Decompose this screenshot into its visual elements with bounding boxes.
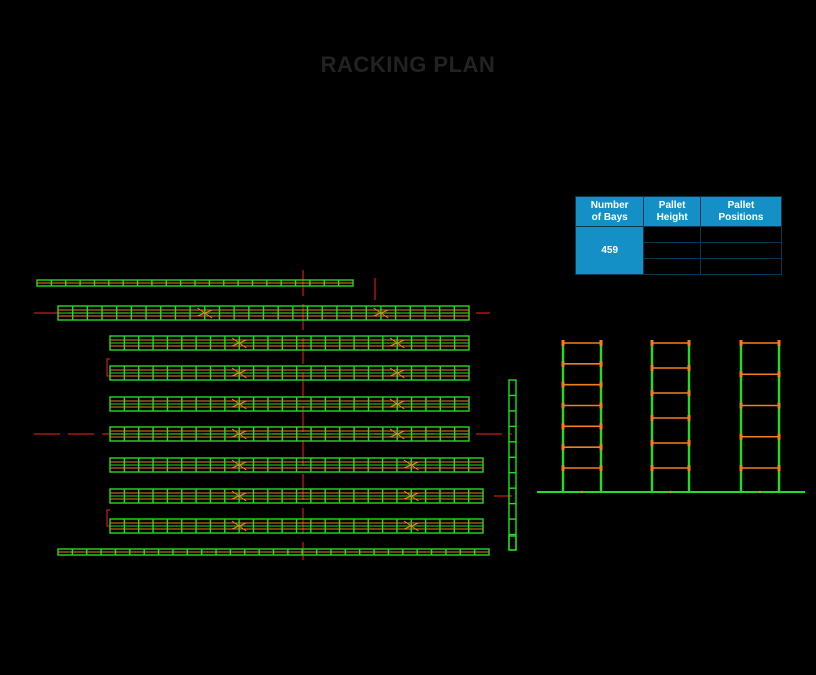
- bottom-single-row: [57, 548, 490, 556]
- rack-outline: [508, 379, 517, 551]
- frame-2: [650, 340, 691, 494]
- diagonal-brace: [389, 369, 405, 377]
- floor-marker: [758, 490, 762, 494]
- frame-1: [561, 340, 603, 494]
- diagonal-brace: [373, 309, 389, 317]
- floor-marker: [669, 490, 672, 494]
- pallet-positions-cell: [699, 258, 783, 275]
- double-row-7: [109, 488, 484, 504]
- double-row-2: [109, 335, 470, 351]
- pallet-positions-cell: [699, 242, 783, 259]
- diagonal-brace: [231, 522, 247, 530]
- double-row-3: [109, 365, 470, 381]
- pallet-height-cell: [643, 242, 701, 259]
- pallet-height-cell: [643, 226, 701, 243]
- diagonal-brace: [389, 400, 405, 408]
- diagonal-brace: [231, 492, 247, 500]
- elevation-view: [537, 340, 805, 494]
- diagonal-brace: [231, 461, 247, 469]
- page-title: RACKING PLAN: [320, 52, 496, 77]
- diagonal-brace: [403, 492, 419, 500]
- plan-view: [36, 279, 517, 556]
- number-of-bays-value: 459: [574, 226, 645, 275]
- diagonal-brace: [231, 369, 247, 377]
- dimension-bracket: [106, 358, 110, 377]
- table-row: [576, 258, 783, 275]
- rack-end-bay: [508, 535, 517, 551]
- right-vertical-row: [508, 379, 517, 551]
- dimension-bracket: [106, 509, 110, 527]
- table-row: 459: [574, 226, 783, 275]
- diagonal-brace: [197, 309, 213, 317]
- diagonal-brace: [231, 400, 247, 408]
- double-row-1: [57, 305, 470, 321]
- top-single-row: [36, 279, 354, 287]
- diagonal-brace: [403, 522, 419, 530]
- diagonal-brace: [403, 461, 419, 469]
- pallet-height-cell: [643, 258, 701, 275]
- pallet-positions-cell: [699, 226, 783, 243]
- double-row-6: [109, 457, 484, 473]
- diagonal-brace: [389, 339, 405, 347]
- diagonal-brace: [231, 339, 247, 347]
- double-row-4: [109, 396, 470, 412]
- double-row-8: [109, 518, 484, 534]
- floor-marker: [580, 490, 584, 494]
- diagonal-brace: [231, 430, 247, 438]
- double-row-5: [109, 426, 470, 442]
- diagonal-brace: [389, 430, 405, 438]
- frame-3: [739, 340, 781, 494]
